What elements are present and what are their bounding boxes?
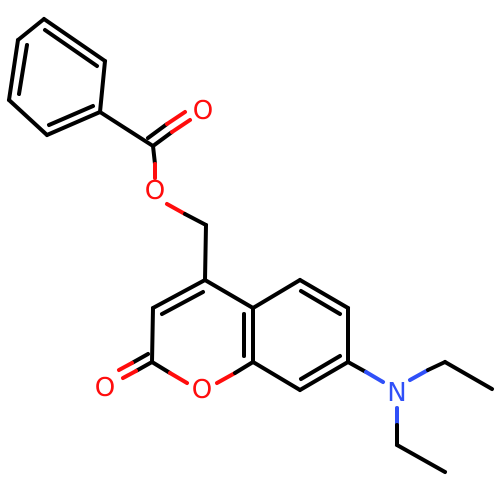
bond [151,144,157,166]
bond [43,28,99,68]
bond [298,278,350,310]
bond [165,202,187,216]
bond [42,17,107,63]
oxygen-ring-label: O [192,375,212,405]
bond [183,212,208,227]
oxygen-carbonyl-lactone-label: O [95,373,115,403]
bond [215,371,237,385]
bond [130,352,150,365]
bond [203,223,208,282]
bond [251,360,302,392]
bond [117,361,134,372]
phenyl-ring [7,17,107,137]
bond [203,278,255,310]
bond [121,369,138,380]
bond [47,104,95,127]
bond [7,98,49,137]
nitrogen-amine-label: N [387,378,406,408]
oxygen-ester-label: O [145,176,165,206]
coumarin-core [117,278,350,392]
oxygen-carbonyl-ester-label: O [193,96,213,126]
bond [298,360,350,392]
bond [98,110,155,148]
bond [146,122,169,140]
diethylamino-group [346,360,494,474]
bond [165,110,187,126]
bond [16,17,46,42]
bond [134,360,154,373]
bond [346,360,368,374]
bond [426,360,447,372]
bond [395,443,447,474]
bond [233,360,255,375]
bond [150,306,155,364]
bond [168,371,189,385]
benzoate-group [98,110,208,282]
bond [151,130,174,148]
bond [443,360,494,391]
bond [408,368,430,382]
bond [7,38,20,102]
bond [17,43,29,96]
bond [364,370,385,384]
bond [151,278,207,310]
bond [98,59,107,114]
bond [299,289,342,316]
bond [170,118,192,134]
bond [251,278,302,310]
bond [45,110,102,137]
bond [299,354,342,381]
bond [160,290,205,316]
bond [150,360,172,375]
